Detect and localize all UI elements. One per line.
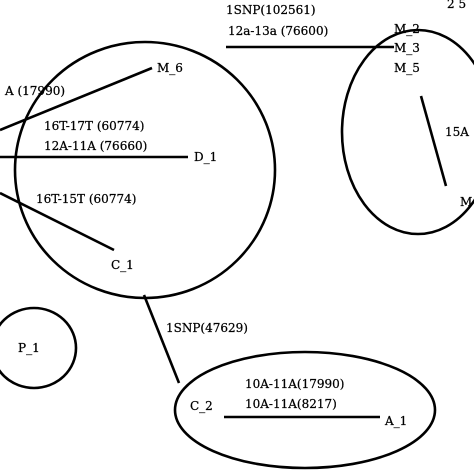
- node-m-partial: M: [460, 195, 472, 209]
- node-p1: P_1: [18, 341, 40, 355]
- edge-left-to-c1: [0, 191, 115, 252]
- node-m5: M_5: [394, 61, 420, 75]
- label-mid-16t17t: 16T-17T (60774): [44, 119, 144, 133]
- label-right-15a: 15A: [445, 125, 469, 139]
- node-m6: M_6: [157, 61, 183, 75]
- cluster-bottom: [173, 350, 437, 470]
- cluster-right: [340, 28, 474, 236]
- label-left-a: A (17990): [4, 84, 65, 98]
- node-top-right-partial: 2 5: [447, 0, 466, 11]
- cluster-left: [13, 40, 277, 300]
- label-bottom-snp: 1SNP(47629): [166, 321, 248, 335]
- label-mid-12a11a: 12A-11A (76660): [44, 139, 147, 153]
- label-bottom-10a-b: 10A-11A(8217): [245, 397, 337, 411]
- node-m2: M_2: [394, 22, 420, 36]
- node-m3: M_3: [394, 41, 420, 55]
- node-c1: C_1: [111, 258, 134, 272]
- label-mid-16t15t: 16T-15T (60774): [36, 192, 136, 206]
- node-d1: D_1: [194, 150, 217, 164]
- edge-left-to-m6: [0, 66, 153, 132]
- label-top-snp: 1SNP(102561): [226, 3, 316, 17]
- label-top-12a: 12a-13a (76600): [228, 24, 328, 38]
- edge-c1-to-c2: [142, 294, 181, 384]
- edge-m5-to-m: [419, 95, 448, 187]
- node-c2: C_2: [190, 399, 213, 413]
- cluster-p1: [0, 306, 78, 390]
- label-bottom-10a-a: 10A-11A(17990): [245, 377, 344, 391]
- node-a1: A_1: [384, 414, 407, 428]
